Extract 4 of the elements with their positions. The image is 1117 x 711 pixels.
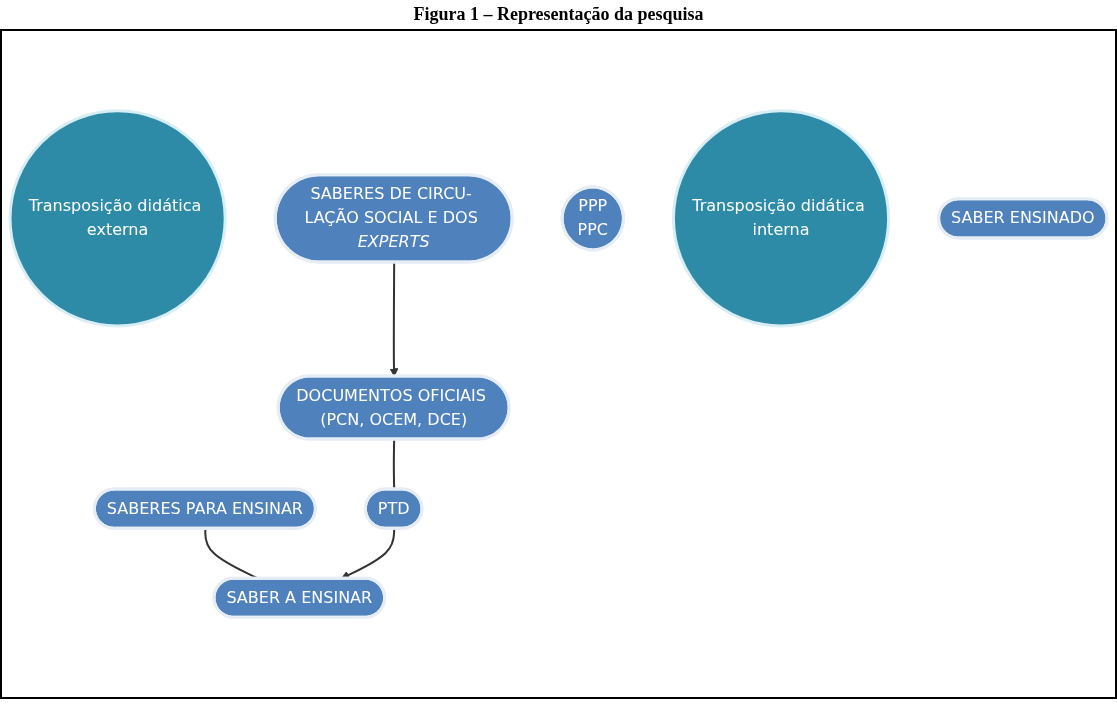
figure-title: Figura 1 – Representação da pesquisa xyxy=(412,4,705,25)
node-circle: Transposição didática externa xyxy=(8,109,227,328)
arrow xyxy=(389,261,399,377)
node-circle: Transposição didática interna xyxy=(671,109,891,328)
